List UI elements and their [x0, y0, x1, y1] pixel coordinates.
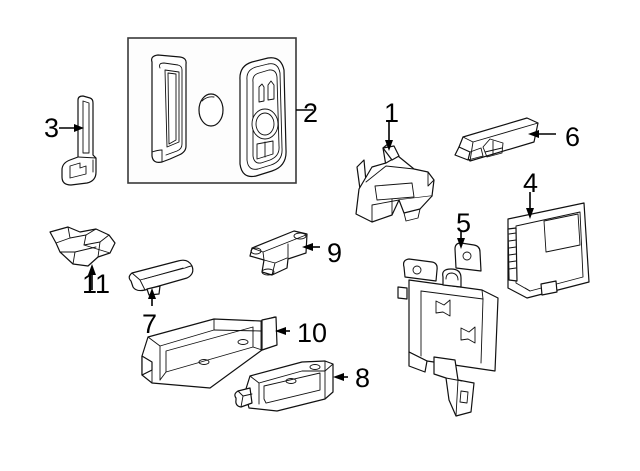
- retainer-clip: [49, 226, 116, 267]
- callout-3-leader: [59, 124, 84, 132]
- callout-7: 7: [142, 309, 158, 339]
- transmitter-holder-bracket: [355, 142, 435, 223]
- callout-8: 8: [355, 363, 371, 393]
- antenna-z-bracket: [249, 230, 308, 276]
- callout-9-leader: [302, 243, 320, 251]
- callout-10: 10: [297, 318, 328, 348]
- key-fob-body: [239, 57, 287, 178]
- callout-9: 9: [327, 238, 343, 268]
- key-fob-cover: [151, 54, 187, 163]
- antenna-channel: [141, 316, 278, 389]
- antenna-small: [128, 259, 194, 296]
- callout-11: 11: [82, 269, 111, 299]
- callout-5-leader: [457, 231, 465, 249]
- callout-6-leader: [528, 130, 556, 138]
- callout-7-leader: [148, 288, 156, 306]
- receiver-module-bracket: [397, 242, 499, 417]
- callout-8-leader: [333, 373, 348, 381]
- callout-3: 3: [44, 113, 60, 143]
- callout-1: 1: [384, 98, 400, 128]
- callout-1-leader: [385, 120, 393, 151]
- callout-6: 6: [565, 122, 581, 152]
- callout-5: 5: [456, 208, 472, 238]
- antenna-bar: [234, 360, 334, 412]
- callout-11-leader: [88, 264, 96, 290]
- callout-2: 2: [303, 98, 319, 128]
- callout-4: 4: [523, 168, 539, 198]
- coin-battery: [198, 93, 224, 127]
- emergency-key-blade: [61, 95, 97, 186]
- control-module: [507, 202, 590, 299]
- callout-4-leader: [526, 192, 534, 219]
- callout-10-leader: [275, 327, 290, 335]
- sensor-block: [454, 117, 539, 162]
